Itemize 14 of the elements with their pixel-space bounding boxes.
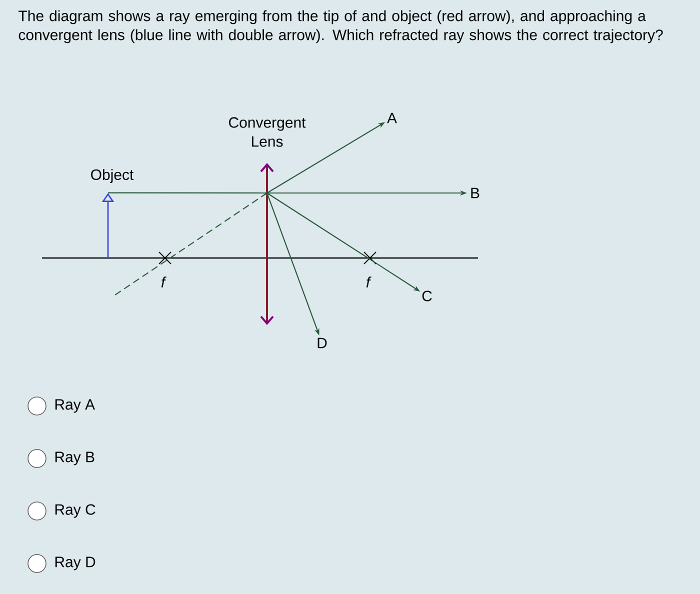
focal-length-label: f bbox=[366, 276, 372, 288]
option-label: Ray D bbox=[55, 556, 96, 570]
ray-letter: A bbox=[387, 112, 397, 124]
object-label: Object bbox=[91, 169, 134, 183]
focal-length-label: f bbox=[161, 276, 166, 288]
lens-label: Convergent Lens bbox=[229, 117, 306, 147]
option-label: Ray A bbox=[55, 399, 95, 413]
ray-letter: D bbox=[318, 338, 327, 348]
question-text: The diagram shows a ray emerging from the tip of and object (red arrow), and approaching a convergent lens (blue line with double arrow). Which refracted ray shows the correct trajectory? bbox=[18, 10, 663, 44]
incident-ray bbox=[108, 192, 268, 194]
ray-letter: B bbox=[471, 188, 480, 198]
option-label: Ray C bbox=[55, 504, 96, 518]
option-label: Ray B bbox=[55, 452, 94, 466]
ray-letter: C bbox=[422, 290, 432, 302]
